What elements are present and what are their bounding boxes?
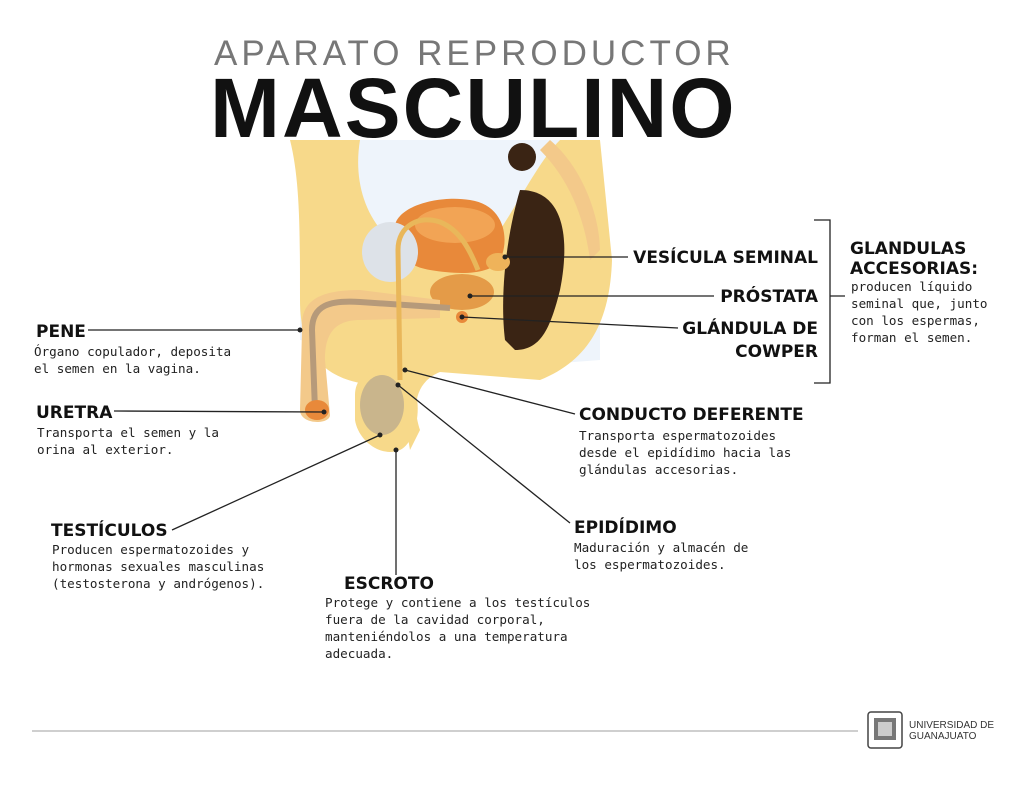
- desc-glandulas-line: forman el semen.: [851, 330, 973, 345]
- desc-testiculos-line: (testosterona y andrógenos).: [52, 576, 265, 591]
- desc-pene-line: Órgano copulador, deposita: [34, 344, 232, 359]
- leader-uretra: [113, 410, 325, 413]
- university-seal: [867, 711, 903, 749]
- desc-epididimo: Maduración y almacén de los espermatozoi…: [574, 539, 748, 573]
- desc-pene-line: el semen en la vagina.: [34, 361, 201, 376]
- label-glandulas-line2: ACCESORIAS:: [850, 259, 979, 279]
- colon-section: [508, 143, 536, 171]
- desc-epididimo-line: los espermatozoides.: [574, 557, 726, 572]
- label-vesicula-seminal: VESÍCULA SEMINAL: [633, 248, 818, 268]
- footer-divider: [32, 730, 858, 732]
- page-title: MASCULINO: [210, 61, 737, 155]
- university-name: UNIVERSIDAD DE GUANAJUATO: [909, 720, 994, 742]
- desc-epididimo-line: Maduración y almacén de: [574, 540, 749, 555]
- label-epididimo: EPIDÍDIMO: [574, 518, 677, 538]
- desc-conducto-line: glándulas accesorias.: [579, 462, 739, 477]
- label-pene: PENE: [36, 322, 86, 342]
- label-testiculos: TESTÍCULOS: [51, 521, 168, 541]
- desc-glandulas-line: producen líquido: [851, 279, 973, 294]
- desc-glandulas-accesorias: producen líquido seminal que, junto con …: [851, 278, 987, 346]
- glans: [305, 400, 329, 420]
- desc-testiculos-line: Producen espermatozoides y: [52, 542, 250, 557]
- penis: [300, 290, 440, 422]
- desc-escroto: Protege y contiene a los testículos fuer…: [325, 594, 590, 662]
- dot-conducto: [402, 367, 408, 373]
- label-glandulas-accesorias: GLANDULAS ACCESORIAS:: [850, 239, 978, 279]
- leader-epididimo: [397, 384, 571, 524]
- desc-uretra-line: orina al exterior.: [37, 442, 174, 457]
- label-prostata: PRÓSTATA: [720, 287, 818, 307]
- leader-conducto: [404, 369, 576, 415]
- label-conducto-deferente: CONDUCTO DEFERENTE: [579, 405, 804, 425]
- university-name-line1: UNIVERSIDAD DE: [909, 720, 995, 731]
- university-name-line2: GUANAJUATO: [909, 731, 977, 742]
- dot-vesicula: [502, 254, 508, 260]
- leader-testiculos: [171, 434, 381, 531]
- desc-uretra: Transporta el semen y la orina al exteri…: [37, 424, 219, 458]
- desc-testiculos-line: hormonas sexuales masculinas: [52, 559, 265, 574]
- spine: [540, 140, 600, 260]
- label-glandula-cowper: GLÁNDULA DE COWPER: [670, 319, 818, 362]
- desc-conducto-deferente: Transporta espermatozoides desde el epid…: [579, 427, 791, 478]
- pubic-bone: [362, 222, 418, 282]
- desc-uretra-line: Transporta el semen y la: [37, 425, 219, 440]
- supertitle: APARATO REPRODUCTOR: [214, 34, 735, 73]
- desc-escroto-line: fuera de la cavidad corporal,: [325, 612, 545, 627]
- vas-deferens: [395, 217, 481, 381]
- desc-escroto-line: adecuada.: [325, 646, 394, 661]
- desc-pene: Órgano copulador, deposita el semen en l…: [34, 343, 231, 377]
- dot-epididimo: [395, 382, 401, 388]
- prostate: [430, 274, 494, 310]
- label-uretra: URETRA: [36, 403, 113, 423]
- leader-cowper: [461, 316, 679, 329]
- dot-testiculos: [377, 432, 383, 438]
- label-escroto: ESCROTO: [344, 574, 434, 594]
- testis: [360, 375, 404, 435]
- label-cowper-line1: GLÁNDULA DE: [682, 319, 818, 339]
- desc-conducto-line: desde el epidídimo hacia las: [579, 445, 792, 460]
- dot-uretra: [321, 409, 327, 415]
- dot-escroto: [393, 447, 399, 453]
- dot-cowper: [459, 314, 465, 320]
- accessory-bracket: [814, 219, 845, 384]
- desc-glandulas-line: seminal que, junto: [851, 296, 988, 311]
- rectum: [503, 190, 565, 350]
- label-cowper-line2: COWPER: [735, 342, 818, 362]
- urethra-path: [308, 298, 451, 411]
- label-glandulas-line1: GLANDULAS: [850, 239, 967, 259]
- dot-pene: [297, 327, 303, 333]
- desc-escroto-line: Protege y contiene a los testículos: [325, 595, 591, 610]
- desc-glandulas-line: con los espermas,: [851, 313, 980, 328]
- desc-escroto-line: manteniéndolos a una temperatura: [325, 629, 568, 644]
- dot-prostata: [467, 293, 473, 299]
- desc-conducto-line: Transporta espermatozoides: [579, 428, 777, 443]
- desc-testiculos: Producen espermatozoides y hormonas sexu…: [52, 541, 264, 592]
- bladder-inner: [415, 207, 495, 243]
